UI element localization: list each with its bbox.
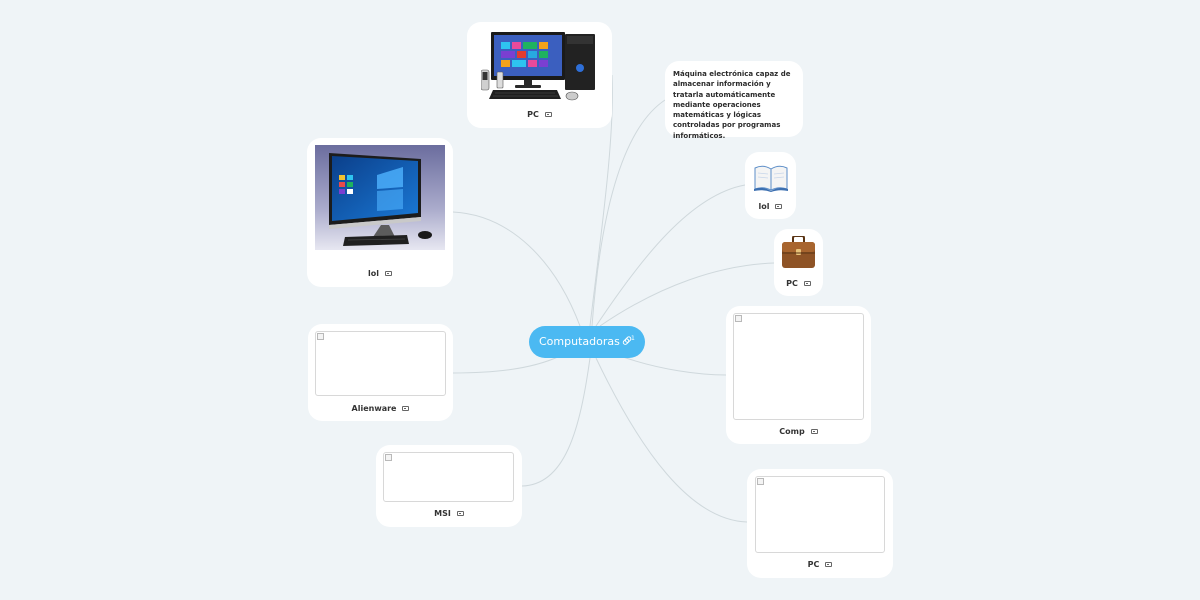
all-in-one-pc-image bbox=[315, 145, 445, 250]
connector-lol-allinone bbox=[452, 211, 581, 327]
node-label: PC bbox=[527, 110, 539, 119]
node-pc-bottom[interactable]: PC bbox=[747, 469, 893, 578]
node-label: PC bbox=[807, 560, 820, 569]
image-icon bbox=[810, 429, 818, 434]
briefcase-icon bbox=[782, 236, 815, 268]
connector-msi bbox=[521, 357, 591, 487]
book-icon bbox=[754, 165, 788, 192]
broken-image-placeholder bbox=[733, 313, 864, 420]
node-lol-book[interactable]: lol bbox=[745, 152, 796, 219]
node-pc-briefcase[interactable]: PC bbox=[774, 229, 823, 296]
broken-image-placeholder bbox=[315, 331, 446, 396]
connector-pc-bottom bbox=[595, 357, 748, 523]
node-label: Alienware bbox=[351, 404, 397, 413]
connector-alienware bbox=[452, 355, 561, 374]
link-icon[interactable] bbox=[621, 336, 631, 346]
node-alienware[interactable]: Alienware bbox=[308, 324, 453, 421]
desktop-pc-image bbox=[481, 32, 595, 101]
description-text: Máquina electrónica capaz de almacenar i… bbox=[673, 70, 791, 140]
central-topic[interactable]: Computadoras 1 bbox=[529, 326, 645, 358]
node-lol-allinone[interactable]: lol bbox=[307, 138, 453, 287]
connector-comp bbox=[619, 355, 727, 376]
image-icon bbox=[775, 204, 783, 209]
node-label: MSI bbox=[434, 509, 451, 518]
central-topic-label: Computadoras bbox=[539, 335, 620, 348]
attachment-count: 1 bbox=[631, 335, 635, 342]
node-comp[interactable]: Comp bbox=[726, 306, 871, 444]
node-label: lol bbox=[758, 202, 770, 211]
image-icon bbox=[384, 271, 392, 276]
connector-pc-briefcase bbox=[599, 262, 775, 327]
image-icon bbox=[402, 406, 410, 411]
broken-image-placeholder bbox=[383, 452, 514, 502]
image-icon bbox=[456, 511, 464, 516]
broken-image-placeholder bbox=[755, 476, 885, 553]
broken-image-icon bbox=[735, 315, 742, 322]
node-label: PC bbox=[786, 279, 798, 288]
node-msi[interactable]: MSI bbox=[376, 445, 522, 527]
node-description[interactable]: Máquina electrónica capaz de almacenar i… bbox=[665, 61, 803, 140]
connector-description bbox=[591, 99, 666, 327]
broken-image-icon bbox=[385, 454, 392, 461]
connector-pc-top bbox=[589, 74, 613, 327]
node-label: Comp bbox=[779, 427, 805, 436]
image-icon bbox=[803, 281, 811, 286]
node-pc-top[interactable]: PC bbox=[467, 22, 612, 128]
node-label: lol bbox=[368, 269, 379, 278]
connector-lol-book bbox=[595, 184, 746, 327]
image-icon bbox=[544, 112, 552, 117]
image-icon bbox=[825, 562, 833, 567]
broken-image-icon bbox=[317, 333, 324, 340]
broken-image-icon bbox=[757, 478, 764, 485]
